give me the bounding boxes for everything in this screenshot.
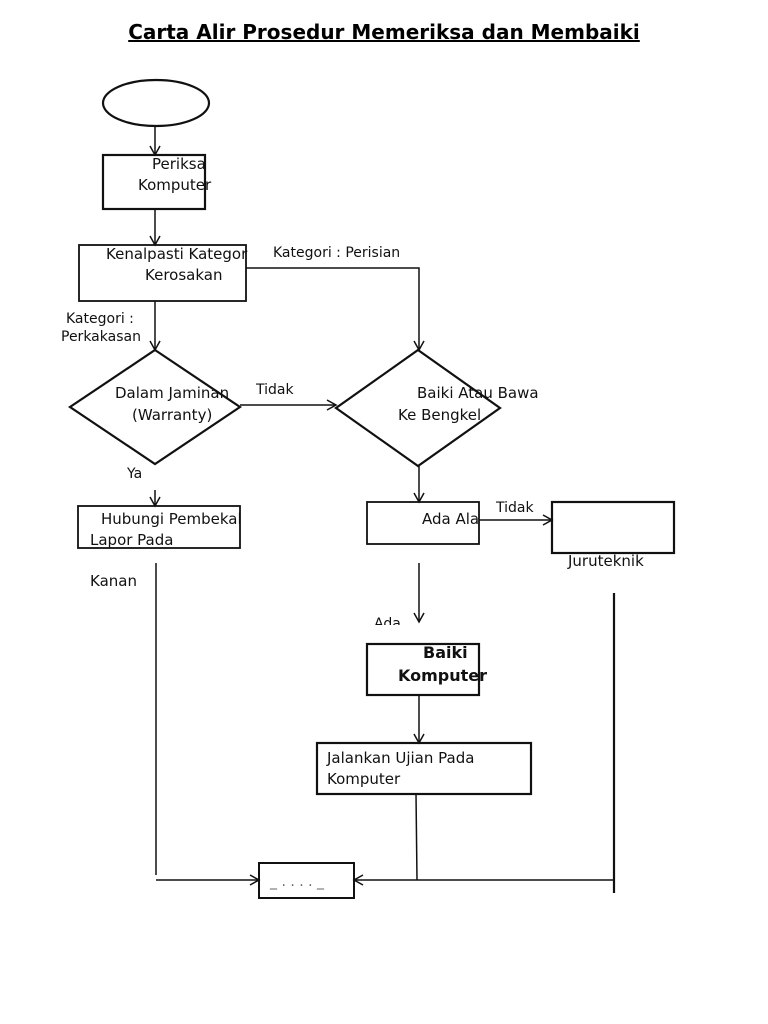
- edge-perkakasan-1: Kategori :: [66, 311, 134, 327]
- hubungi-line2: Lapor Pada: [90, 531, 174, 549]
- juruteknik-label: Juruteknik: [568, 552, 644, 570]
- edge-tidak-1: Tidak: [256, 382, 294, 398]
- edge-perkakasan-2: Perkakasan: [61, 329, 141, 345]
- kenalpasti-box: [78, 244, 247, 302]
- periksa-line1: Periksa: [152, 155, 206, 173]
- edge-tidak-2: Tidak: [496, 500, 534, 516]
- ujian-line2: Komputer: [327, 770, 401, 788]
- baiki-komputer-line1: Baiki: [423, 643, 468, 662]
- flowchart-title: Carta Alir Prosedur Memeriksa dan Membai…: [128, 20, 640, 44]
- baiki-bawa-decision: [334, 348, 502, 468]
- end-label: _ . . . . _: [270, 874, 325, 890]
- jaminan-line1: Dalam Jaminan: [115, 384, 230, 402]
- ada-alat-label: Ada Ala: [422, 510, 480, 528]
- edge-ya: Ya: [127, 466, 143, 482]
- arrow-perisian: [246, 267, 425, 352]
- baiki-bawa-line2: Ke Bengkel: [398, 406, 482, 424]
- hubungi-line1: Hubungi Pembekal: [101, 510, 242, 528]
- baiki-komputer-box: [365, 642, 481, 697]
- jaminan-line2: (Warranty): [132, 406, 213, 424]
- baiki-bawa-line1: Baiki Atau Bawa: [417, 384, 539, 402]
- periksa-line2: Komputer: [138, 176, 212, 194]
- kenalpasti-line2: Kerosakan: [145, 266, 223, 284]
- juruteknik-box: [550, 500, 676, 555]
- start-terminator: [101, 78, 211, 128]
- hubungi-line3: Kanan: [90, 572, 137, 590]
- edge-ada: Ada: [374, 616, 401, 625]
- kenalpasti-line1: Kenalpasti Kategor: [106, 245, 248, 263]
- ujian-line1: Jalankan Ujian Pada: [327, 749, 475, 767]
- jaminan-decision: [68, 348, 242, 466]
- baiki-komputer-line2: Komputer: [398, 666, 488, 685]
- line-ujian-down: [415, 793, 418, 881]
- edge-perisian: Kategori : Perisian: [273, 245, 401, 261]
